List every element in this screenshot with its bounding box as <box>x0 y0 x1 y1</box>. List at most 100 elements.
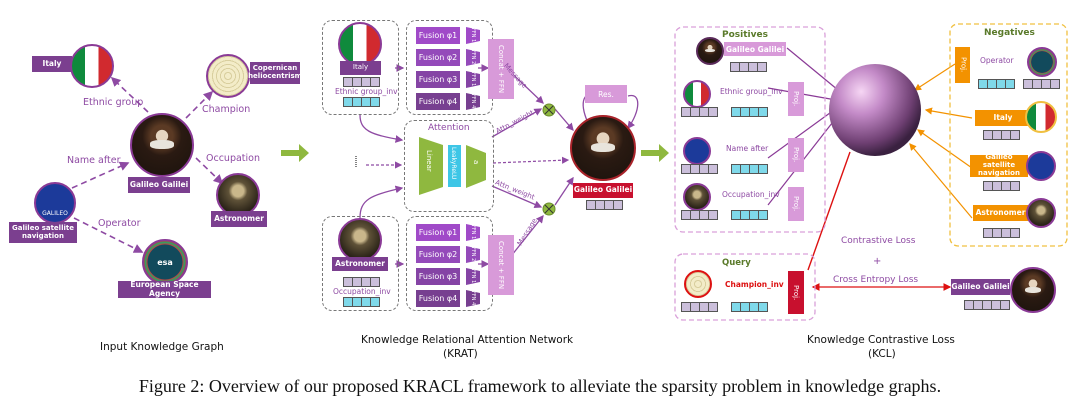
astronomer-painting-icon[interactable] <box>216 173 260 217</box>
otimes-bottom <box>542 202 556 216</box>
node-label-italy: Italy <box>32 56 72 72</box>
positives-title: Positives <box>722 30 768 40</box>
positive-relation: Name after <box>726 144 769 153</box>
linear-label: Linear <box>425 150 433 172</box>
negative-relation: Operator <box>980 56 1014 65</box>
fusion-block: Fusion φ2 <box>416 49 460 66</box>
italy-flag-icon[interactable] <box>70 44 114 88</box>
fusion-block: Fusion φ2 <box>416 246 460 263</box>
leakyrelu-layer <box>448 145 461 187</box>
output-entity-label: Galileo Galilei <box>573 183 633 198</box>
astronomer-painting-icon[interactable] <box>683 183 711 211</box>
fusion-block: Fusion φ1 <box>416 27 460 44</box>
galileo-portrait-icon[interactable] <box>130 113 194 177</box>
esa-logo-icon[interactable] <box>1027 47 1057 77</box>
galileo-portrait-icon[interactable] <box>570 115 636 181</box>
negative-entity-label: Italy <box>975 110 1031 126</box>
ffn-block: FFN 1 <box>466 71 480 88</box>
ffn-block: FFN 2 <box>466 246 480 263</box>
edge-operator <box>73 217 144 253</box>
positives-box <box>674 26 826 233</box>
proj-block-negative: Proj. <box>955 47 970 83</box>
relation-operator: Operator <box>98 218 141 229</box>
galileo-logo-icon[interactable] <box>1026 151 1056 181</box>
esa-logo-text: esa <box>157 257 173 267</box>
center-entity-label: Galileo Galilei <box>128 177 190 193</box>
edge-champion <box>185 90 214 119</box>
residual-block: Res. <box>585 85 627 103</box>
bottom-neighbor-box <box>322 216 399 311</box>
ffn-block: FFN 1 <box>466 268 480 285</box>
galileo-logo-icon[interactable]: GALILEO <box>34 182 76 224</box>
esa-logo-icon[interactable]: esa <box>142 239 188 285</box>
node-label-esa: European Space Agency <box>118 281 211 298</box>
flow-arrow-2 <box>641 144 669 162</box>
output-embedding <box>586 200 623 210</box>
relation-embedding <box>731 164 768 174</box>
figure-caption: Figure 2: Overview of our proposed KRACL… <box>138 376 942 396</box>
query-proj-block: Proj. <box>788 271 804 314</box>
top-neighbor-entity: Italy <box>340 61 381 75</box>
edge-occupation <box>195 157 224 185</box>
galileo-logo-icon[interactable] <box>683 137 711 165</box>
proj-block: Proj. <box>788 82 804 116</box>
proj-block: Proj. <box>788 138 804 172</box>
relation-occupation: Occupation <box>206 153 260 164</box>
a-label: a <box>472 160 480 165</box>
negatives-title: Negatives <box>984 28 1035 38</box>
attention-box <box>404 120 494 212</box>
linear-layer <box>419 137 443 195</box>
query-line <box>807 151 851 271</box>
bottom-neighbor-entity: Astronomer <box>332 257 388 271</box>
positive-relation: Occupation_inv <box>722 190 780 199</box>
negative-entity-label: Galileo satellite navigation <box>970 154 1028 177</box>
relation-name-after: Name after <box>67 155 121 166</box>
italy-flag-icon[interactable] <box>338 22 382 66</box>
query-relation: Champion_inv <box>725 280 784 289</box>
proj-block: Proj. <box>788 187 804 221</box>
otimes-top <box>542 103 556 117</box>
embedding-sphere <box>829 64 921 156</box>
query-box <box>674 253 816 321</box>
negative-entity-label: Astronomer <box>973 205 1028 221</box>
concat-ffn-top: Concat + FFN <box>488 39 514 99</box>
entity-embedding <box>343 77 380 87</box>
target-entity-label: Galileo Galilei <box>951 279 1010 295</box>
a-layer <box>466 145 486 188</box>
galileo-portrait-icon[interactable] <box>696 37 724 65</box>
relation-champion: Champion <box>202 104 251 115</box>
top-neighbor-box <box>322 20 399 115</box>
astronomer-painting-icon[interactable] <box>338 218 382 262</box>
cross-entropy-loss-label: Cross Entropy Loss <box>833 275 919 285</box>
galileo-portrait-icon[interactable] <box>1010 267 1056 313</box>
panel3-title-line2: (KCL) <box>868 348 896 360</box>
node-label-heliocentrism: Copernican heliocentrism <box>248 62 302 84</box>
relation-ethnic-group: Ethnic group <box>83 97 144 108</box>
positive-relation: Ethnic group_inv <box>720 87 783 96</box>
attention-title: Attention <box>428 123 470 133</box>
heliocentrism-icon[interactable] <box>684 270 712 298</box>
bottom-neighbor-relation: Occupation_inv <box>333 287 391 296</box>
italy-flag-icon[interactable] <box>683 80 711 108</box>
fusion-block: Fusion φ4 <box>416 93 460 110</box>
ffn-block: FFN 4 <box>466 93 480 110</box>
fusion-block: Fusion φ4 <box>416 290 460 307</box>
astronomer-painting-icon[interactable] <box>1026 198 1056 228</box>
panel2-title-line1: Knowledge Relational Attention Network <box>361 334 574 346</box>
relation-embedding <box>343 297 380 307</box>
entity-embedding <box>730 62 767 72</box>
fusion-block: Fusion φ3 <box>416 268 460 285</box>
target-embedding <box>964 300 1010 310</box>
italy-flag-icon[interactable] <box>1025 101 1057 133</box>
ffn-block: FFN 1 <box>466 224 480 241</box>
entity-embedding <box>343 277 380 287</box>
relation-embedding <box>731 107 768 117</box>
query-title: Query <box>722 258 751 268</box>
galileo-logo-text: GALILEO <box>42 210 68 217</box>
relation-embedding <box>978 79 1015 89</box>
entity-embedding <box>681 302 718 312</box>
heliocentrism-icon[interactable] <box>206 54 250 98</box>
ffn-block: FFN 1 <box>466 27 480 44</box>
top-neighbor-relation: Ethnic group_inv <box>335 87 398 96</box>
flow-arrow-1 <box>281 144 309 162</box>
